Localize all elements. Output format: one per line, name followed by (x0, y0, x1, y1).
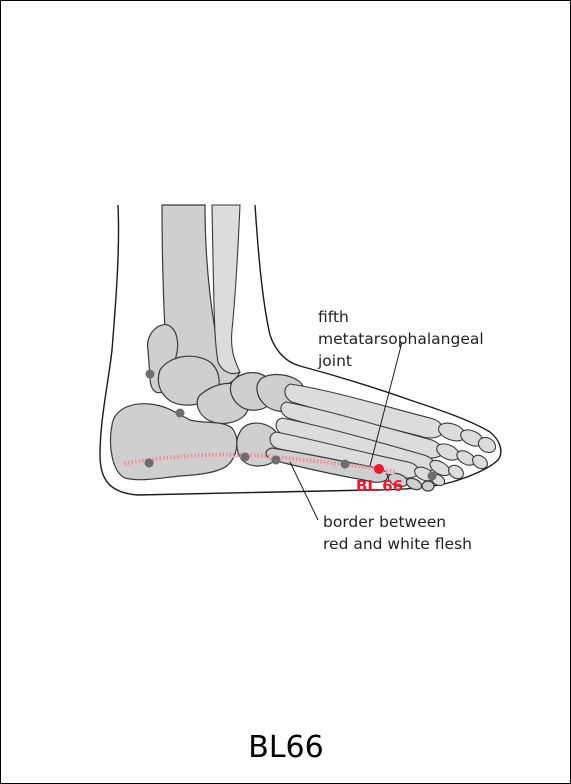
joint-label: fifth metatarsophalangeal joint (317, 308, 489, 370)
figure-title: BL66 (248, 730, 323, 765)
bl66-point-label: BL 66 (356, 477, 403, 495)
bl66-acupoint-marker (374, 464, 384, 474)
border-label: border between red and white flesh (323, 513, 472, 553)
